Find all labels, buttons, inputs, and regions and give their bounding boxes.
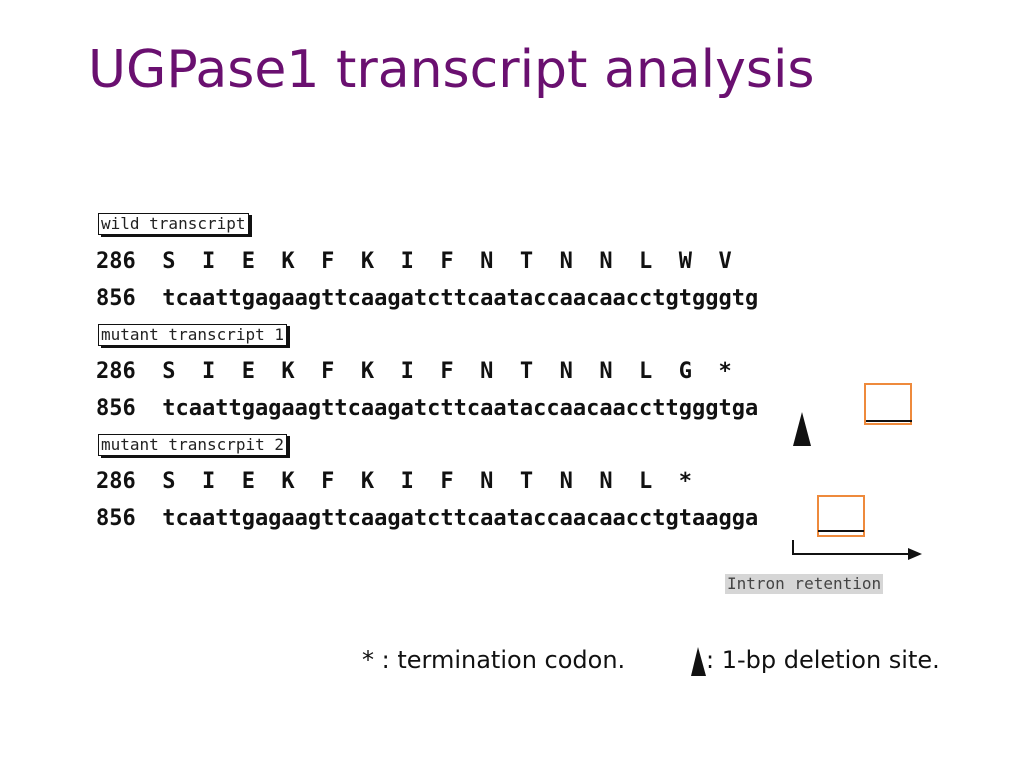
wild-transcript-label: wild transcript	[98, 213, 249, 235]
mutant2-dna-sequence: 856 tcaattgagaagttcaagatcttcaataccaacaac…	[96, 506, 759, 531]
intron-arrow-icon	[792, 540, 922, 560]
mutant1-dna-sequence: 856 tcaattgagaagttcaagatcttcaataccaacaac…	[96, 396, 759, 421]
mutant1-protein-sequence: 286 S I E K F K I F N T N N L G *	[96, 359, 732, 384]
intron-retention-label: Intron retention	[725, 574, 884, 594]
mutant1-stop-codon-highlight	[864, 383, 912, 425]
mutant1-stop-codon-underline	[866, 420, 912, 422]
legend-deletion-marker-icon	[691, 647, 706, 676]
mutant2-transcript-label: mutant transcrpit 2	[98, 434, 288, 456]
legend-deletion: : 1-bp deletion site.	[706, 646, 940, 674]
wild-protein-sequence: 286 S I E K F K I F N T N N L W V	[96, 249, 732, 274]
deletion-marker-icon	[793, 412, 811, 446]
mutant2-protein-sequence: 286 S I E K F K I F N T N N L *	[96, 469, 693, 494]
legend-termination: * : termination codon.	[362, 646, 626, 674]
mutant1-transcript-label: mutant transcript 1	[98, 324, 288, 346]
mutant2-stop-codon-underline	[818, 530, 864, 532]
mutant2-stop-codon-highlight	[817, 495, 865, 537]
wild-dna-sequence: 856 tcaattgagaagttcaagatcttcaataccaacaac…	[96, 286, 759, 311]
page-title: UGPase1 transcript analysis	[88, 40, 815, 100]
